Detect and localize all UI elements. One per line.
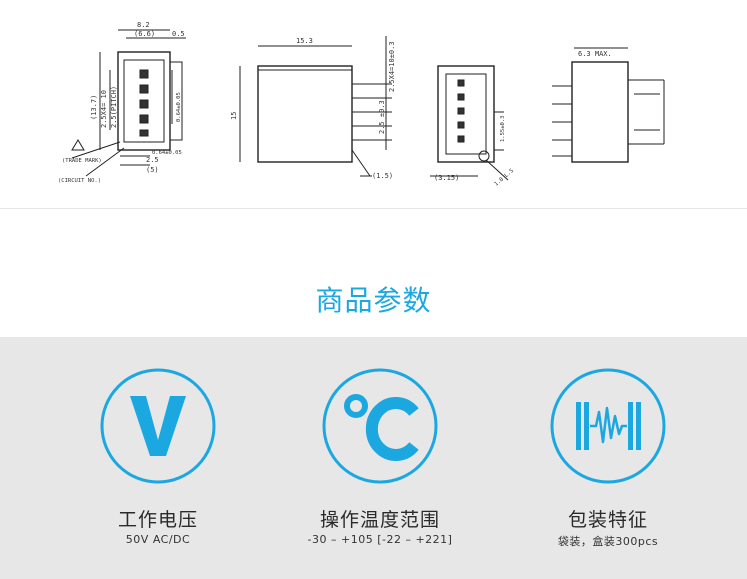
dim-label: 8.2 [137, 21, 150, 29]
section-title: 商品参数 [315, 284, 432, 317]
param-value: 袋装，盒装300pcs [557, 535, 659, 548]
dim-label: 2.5 [146, 156, 159, 164]
trade-mark-label: (TRADE MARK) [62, 158, 102, 164]
dim-label: (3.15) [434, 174, 459, 182]
dim-label: 1.55±0.3 [500, 116, 506, 143]
technical-drawing: 8.2 (6.6) 0.5 (13.7) 2.5X4= 10 2.5(PITCH… [0, 0, 747, 209]
dim-label: 15.3 [296, 37, 313, 45]
param-name: 工作电压 [117, 509, 198, 531]
dim-label: 2.5X4=10±0.3 [388, 41, 396, 92]
top-view [552, 47, 665, 163]
dim-label: 0.64±0.05 [152, 150, 182, 156]
circuit-no-label: (CIRCUIT NO.) [58, 178, 101, 184]
packaging-icon [550, 368, 666, 484]
voltage-icon [100, 368, 216, 484]
connector-dimension-drawing: 8.2 (6.6) 0.5 (13.7) 2.5X4= 10 2.5(PITCH… [58, 21, 665, 188]
param-name: 操作温度范围 [319, 509, 440, 531]
dim-label: 0.5 [172, 30, 185, 38]
product-params: 工作电压 50V AC/DC 操作温度范围 -30 – +105 [-22 – … [0, 337, 747, 579]
dim-label: 2.5 ±0.3 [378, 100, 386, 134]
dim-label: 2.5(PITCH) [110, 86, 118, 128]
temperature-icon [322, 368, 438, 484]
dim-label: (1.5) [372, 172, 393, 180]
dim-label: 15 [230, 112, 238, 120]
param-name: 包装特征 [567, 509, 648, 531]
dim-label: 0.64±0.05 [176, 92, 182, 122]
dim-label: (13.7) [90, 95, 98, 120]
rear-view [430, 65, 509, 181]
front-view [71, 29, 186, 177]
dim-label: 2.5X4= 10 [100, 90, 108, 128]
dim-label: (6.6) [134, 30, 155, 38]
dim-label: 1.8 L.S [493, 168, 515, 188]
param-value: 50V AC/DC [125, 533, 191, 546]
side-view [239, 36, 392, 177]
dim-label: (5) [146, 166, 159, 174]
dim-label: 6.3 MAX. [578, 50, 612, 58]
param-value: -30 – +105 [-22 – +221] [307, 533, 453, 546]
